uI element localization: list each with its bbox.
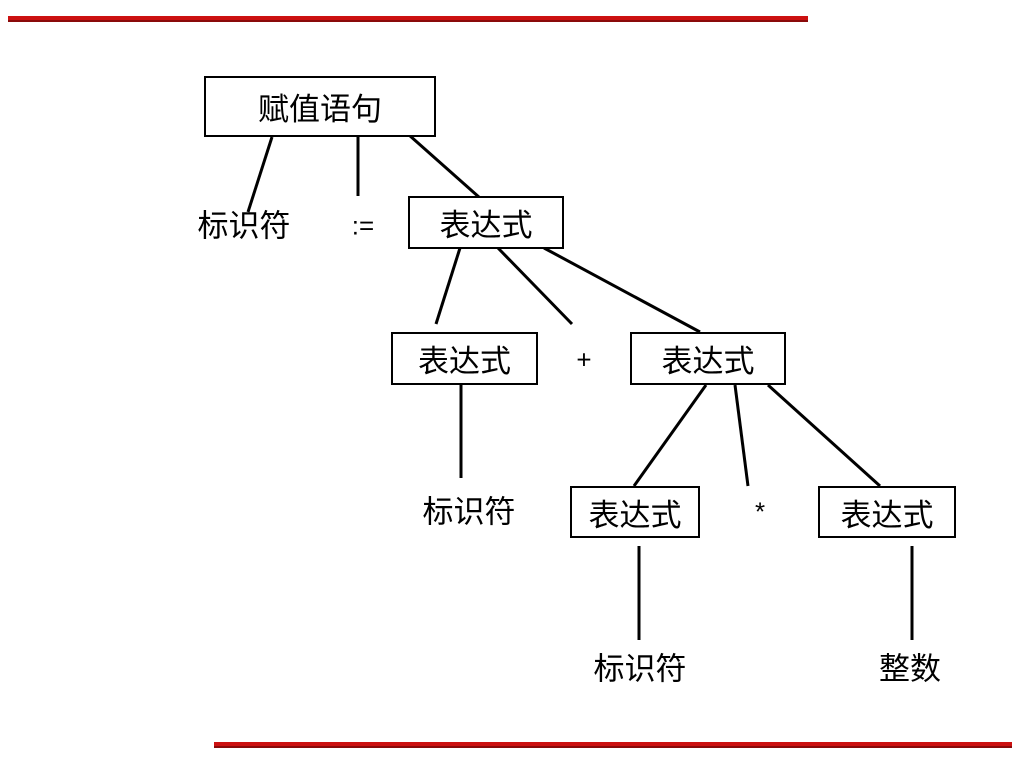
edge-expr-right	[543, 246, 701, 334]
leaf-multiply-operator: *	[754, 496, 766, 527]
node-expression-mul-right: 表达式	[818, 486, 956, 538]
bottom-rule	[214, 742, 1012, 748]
top-rule	[8, 16, 808, 22]
edge-root-expr	[399, 125, 481, 200]
leaf-identifier: 标识符	[197, 208, 291, 245]
node-expression-right: 表达式	[630, 332, 786, 385]
leaf-assign-operator: :=	[351, 210, 375, 241]
leaf-integer: 整数	[879, 651, 941, 688]
edge-expr-left	[434, 247, 462, 325]
edge-right-mul	[733, 384, 750, 487]
edge-right-left	[632, 384, 708, 487]
leaf-plus-operator: +	[576, 344, 592, 375]
node-expression-left: 表达式	[391, 332, 538, 385]
edge-root-id	[246, 136, 274, 213]
leaf-identifier: 标识符	[593, 651, 687, 688]
leaf-identifier: 标识符	[422, 494, 516, 531]
node-assignment-statement: 赋值语句	[204, 76, 436, 137]
edge-expr-plus	[496, 246, 574, 326]
node-expression: 表达式	[408, 196, 564, 249]
node-expression-mul-left: 表达式	[570, 486, 700, 538]
edge-right-right	[766, 383, 882, 488]
